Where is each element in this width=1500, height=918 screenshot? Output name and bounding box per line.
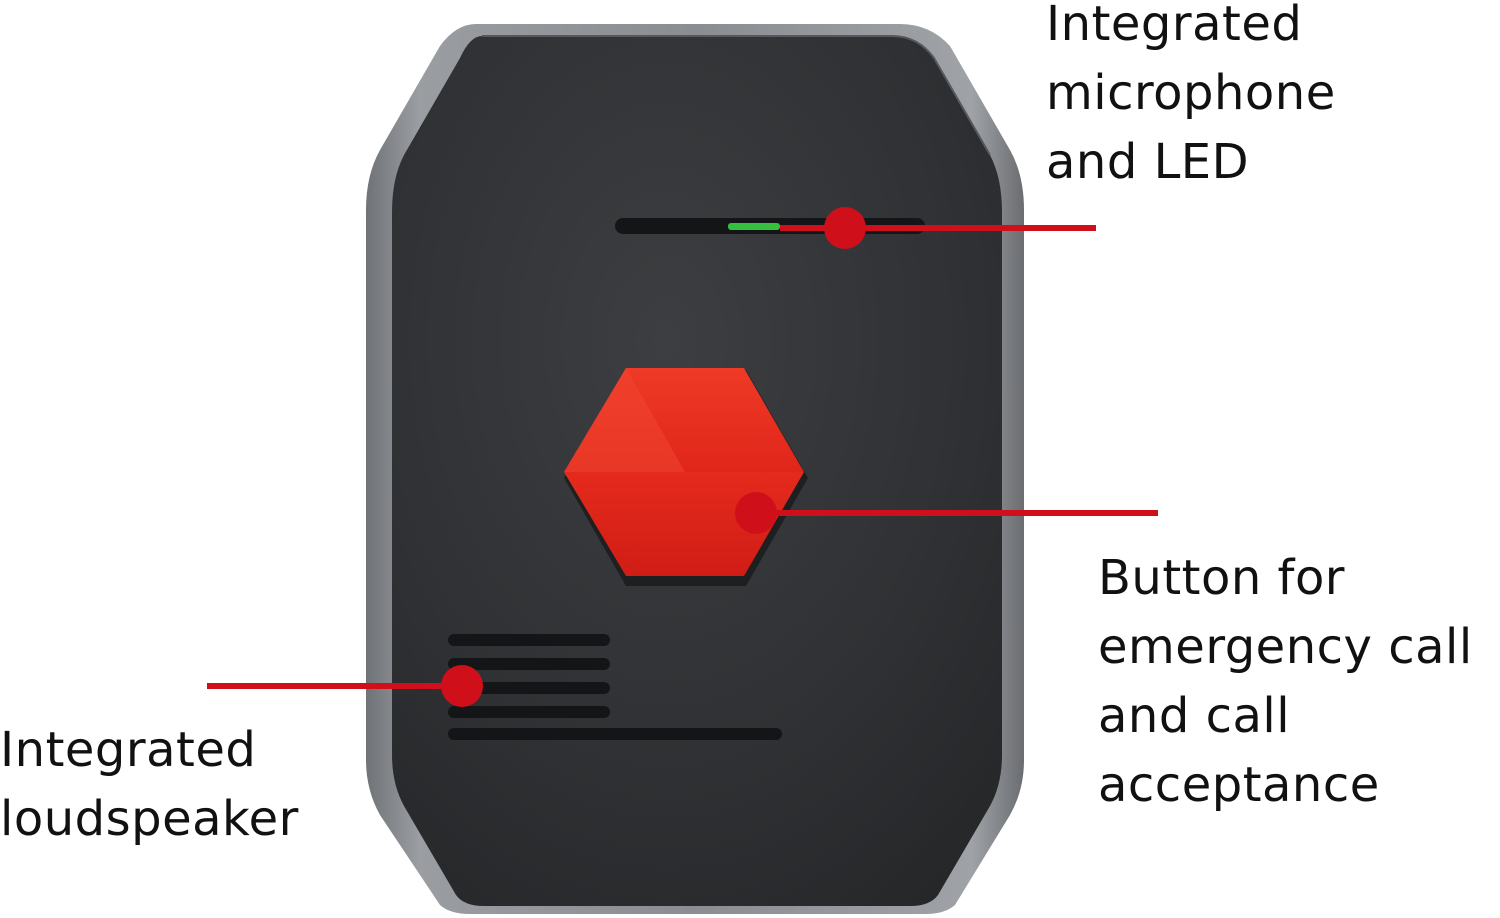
label-line: loudspeaker [0,791,299,847]
callout-dot-microphone [824,207,866,249]
loudspeaker-grille [448,634,610,718]
label-line: and LED [1046,134,1250,190]
hex-button-facet [564,368,685,472]
led-indicator [728,223,780,230]
label-line: and call [1098,688,1291,744]
callout-dot-loudspeaker [441,665,483,707]
label-line: Button for [1098,550,1346,606]
callout-dot-button [735,492,777,534]
label-line: Integrated [1046,0,1303,52]
label-line: microphone [1046,65,1336,121]
emergency-button[interactable] [564,368,808,586]
label-line: Integrated [0,722,257,778]
label-loudspeaker: Integrated loudspeaker [0,716,299,854]
label-line: emergency call [1098,619,1473,675]
bottom-slot [448,728,782,740]
label-microphone-led: Integrated microphone and LED [1046,0,1336,197]
label-emergency-button: Button for emergency call and call accep… [1098,544,1473,820]
label-line: acceptance [1098,757,1380,813]
face-highlight [482,35,991,156]
